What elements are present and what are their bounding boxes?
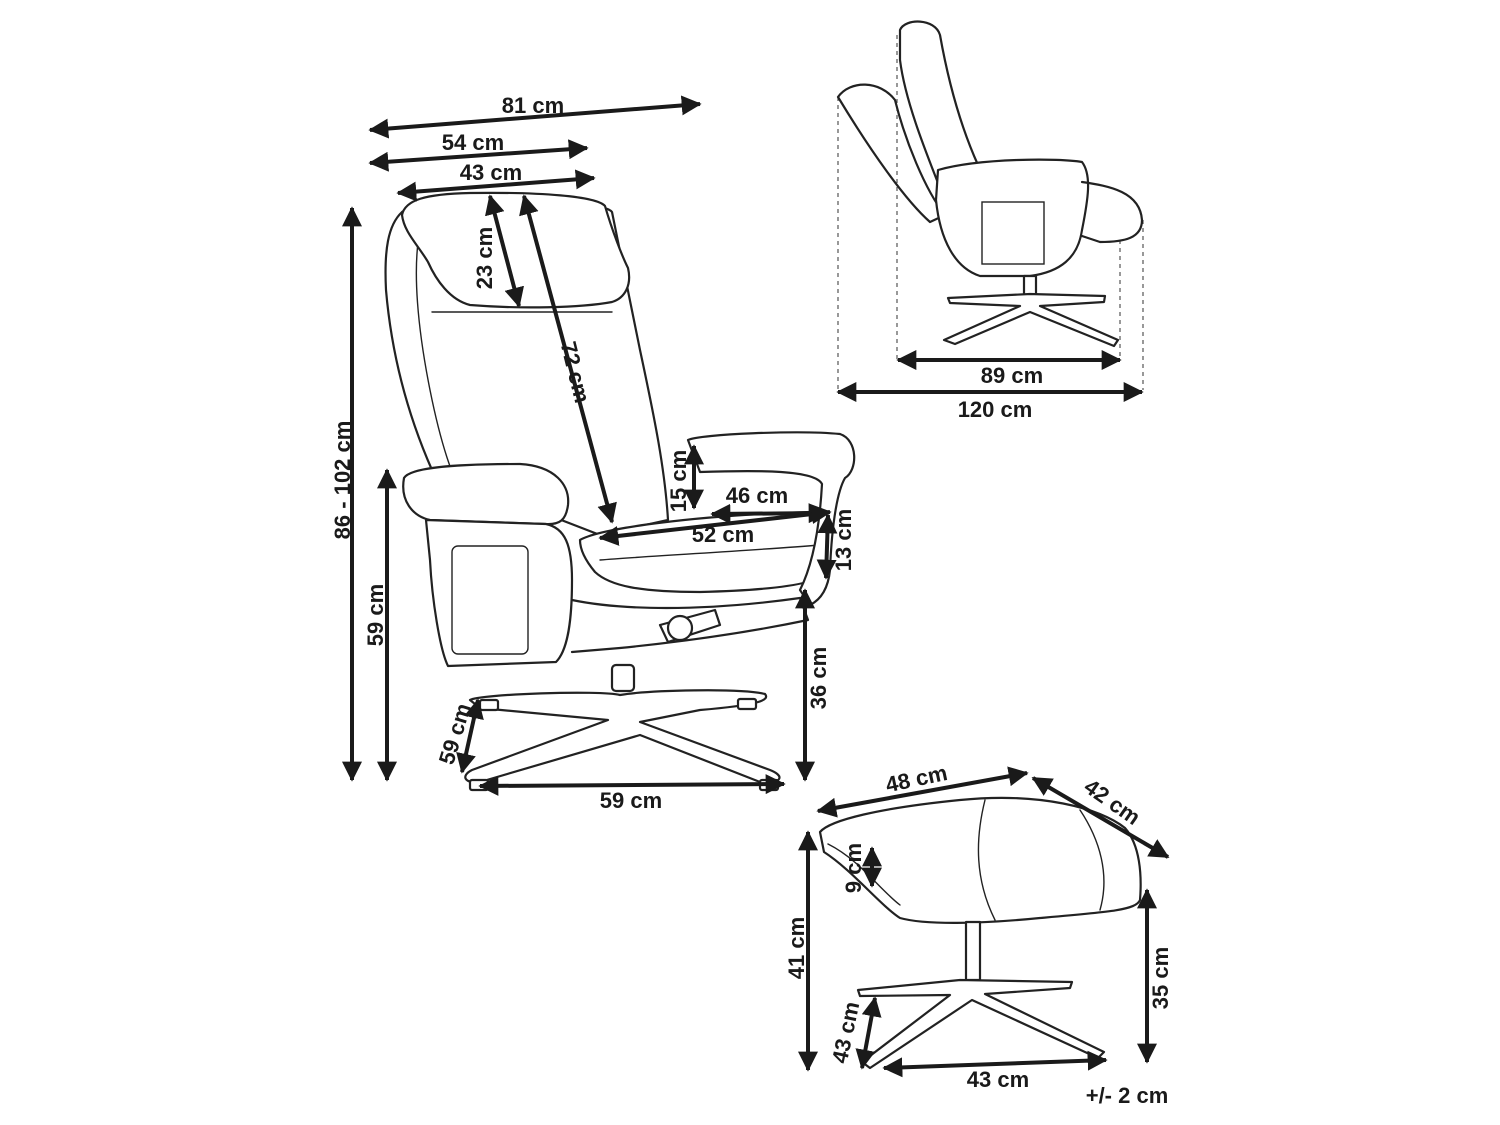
reclined-view-drawing (836, 20, 1144, 390)
dim-headrest-width (396, 169, 596, 202)
label-seat-outer-width: 54 cm (442, 130, 504, 155)
dim-stool-top-width (816, 766, 1029, 818)
label-overall-width: 81 cm (502, 93, 564, 118)
reclined-view-backrest (898, 20, 980, 190)
recliner-left-side-panel (424, 518, 574, 668)
reclined-view-pocket (981, 201, 1045, 265)
label-base-width: 59 cm (600, 788, 662, 813)
reclined-view-body (934, 158, 1090, 278)
recliner-star-base (464, 689, 781, 784)
dim-seat-cushion (816, 513, 838, 580)
label-seat-cushion: 13 cm (831, 509, 856, 571)
dim-base-width (478, 774, 786, 796)
dim-stool-base-width (882, 1050, 1108, 1078)
label-seat-height: 36 cm (806, 647, 831, 709)
dim-backrest-length (519, 194, 617, 524)
footstool-column (964, 920, 982, 982)
dim-seat-depth (598, 504, 832, 546)
label-stool-total-height: 41 cm (784, 917, 809, 979)
tolerance-note: +/- 2 cm (1086, 1083, 1169, 1108)
label-seat-width: 46 cm (726, 483, 788, 508)
dim-stool-top-depth (1031, 776, 1170, 859)
label-armrest-height: 59 cm (363, 584, 388, 646)
footstool-cushion (818, 796, 1142, 924)
footstool-star-base (856, 978, 1106, 1070)
dimension-lines (342, 95, 1170, 1078)
recliner-swivel-column (610, 663, 636, 693)
label-headrest-width: 43 cm (460, 160, 522, 185)
dim-overall-width (368, 95, 702, 139)
reclined-view-star-base (942, 292, 1120, 348)
side-pocket (451, 545, 529, 655)
label-total-height: 86 - 102 cm (330, 421, 355, 540)
dim-headrest-height (485, 194, 524, 308)
recliner-left-armrest (402, 462, 570, 526)
label-seat-depth: 52 cm (692, 522, 754, 547)
reclined-backrest-ghost (836, 83, 947, 224)
label-armrest-above-seat: 15 cm (666, 450, 691, 512)
label-depth-reclined: 120 cm (958, 397, 1033, 422)
label-depth-upright: 89 cm (981, 363, 1043, 388)
label-stool-cushion: 9 cm (841, 843, 866, 893)
dim-seat-outer-width (368, 139, 589, 172)
dim-stool-base-depth (855, 996, 882, 1070)
label-headrest-height: 23 cm (472, 227, 497, 289)
label-stool-base-depth: 43 cm (827, 999, 864, 1065)
dim-base-depth (456, 698, 484, 774)
label-stool-base-width: 43 cm (967, 1067, 1029, 1092)
label-stool-top-height: 35 cm (1148, 947, 1173, 1009)
